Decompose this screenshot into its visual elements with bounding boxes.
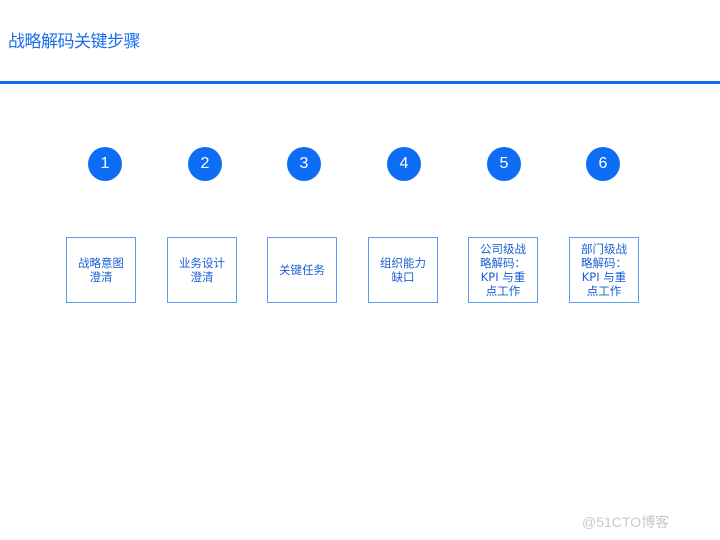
step-box-5: 公司级战略解码：KPI 与重点工作	[468, 237, 538, 303]
watermark: @51CTO博客	[582, 514, 670, 530]
step-box-6: 部门级战略解码：KPI 与重点工作	[569, 237, 639, 303]
step-label: 关键任务	[279, 263, 325, 277]
step-box-1: 战略意图澄清	[66, 237, 136, 303]
step-number-5: 5	[487, 147, 521, 181]
page-title: 战略解码关键步骤	[8, 32, 141, 52]
step-box-2: 业务设计澄清	[167, 237, 237, 303]
step-label: 业务设计澄清	[179, 256, 225, 284]
step-number-4: 4	[387, 147, 421, 181]
title-divider	[0, 81, 720, 84]
step-number-6: 6	[586, 147, 620, 181]
step-number-2: 2	[188, 147, 222, 181]
step-box-3: 关键任务	[267, 237, 337, 303]
step-label: 公司级战略解码：KPI 与重点工作	[480, 242, 526, 298]
step-label: 组织能力缺口	[380, 256, 426, 284]
step-label: 部门级战略解码：KPI 与重点工作	[581, 242, 627, 298]
step-number-3: 3	[287, 147, 321, 181]
step-label: 战略意图澄清	[78, 256, 124, 284]
step-number-1: 1	[88, 147, 122, 181]
step-box-4: 组织能力缺口	[368, 237, 438, 303]
